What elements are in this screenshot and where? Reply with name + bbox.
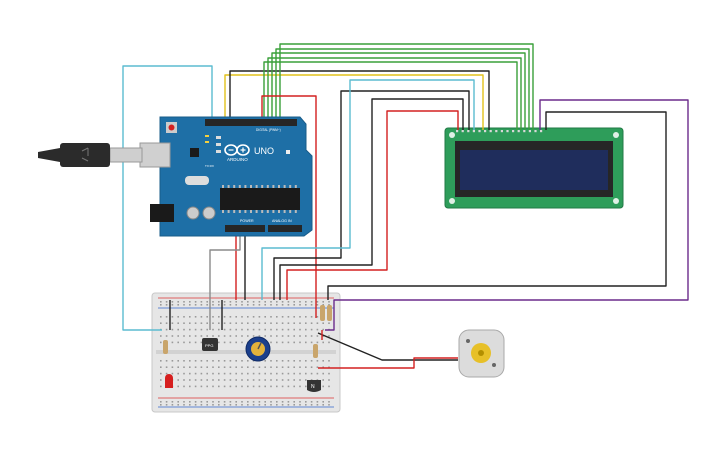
arduino-logo-icon — [224, 144, 250, 156]
atmega-chip — [220, 188, 300, 210]
ppg-label: PPG — [205, 343, 213, 348]
wires — [122, 43, 689, 369]
lcd-pin-header — [456, 130, 543, 133]
tx-rx-label: TX RX — [205, 164, 214, 168]
board-brand: ARDUINO — [227, 157, 248, 162]
transistor-label: N — [311, 384, 315, 390]
led-icon — [165, 374, 173, 388]
transistor: N — [307, 380, 321, 392]
power-pin-header — [225, 225, 265, 232]
analog-header-label: ANALOG IN — [272, 219, 292, 223]
usb-cable-icon — [38, 143, 143, 167]
digital-pin-header — [205, 119, 297, 126]
reset-button[interactable] — [168, 124, 175, 131]
usb-port — [139, 142, 171, 168]
analog-pin-header — [268, 225, 302, 232]
digital-header-label: DIGITAL (PWM~) — [256, 128, 281, 132]
ppg-sensor: PPG — [202, 338, 218, 351]
power-header-label: POWER — [240, 219, 254, 223]
lcd-screen — [460, 150, 608, 190]
resistor-icon — [163, 305, 332, 358]
potentiometer-icon — [245, 336, 271, 362]
board-model: UNO — [254, 146, 274, 156]
dc-motor-icon — [458, 329, 505, 378]
lcd-module — [444, 127, 624, 209]
power-jack — [150, 204, 174, 222]
arduino-uno: ARDUINO UNO DIGITAL (PWM~) POWER ANALOG … — [139, 116, 313, 237]
